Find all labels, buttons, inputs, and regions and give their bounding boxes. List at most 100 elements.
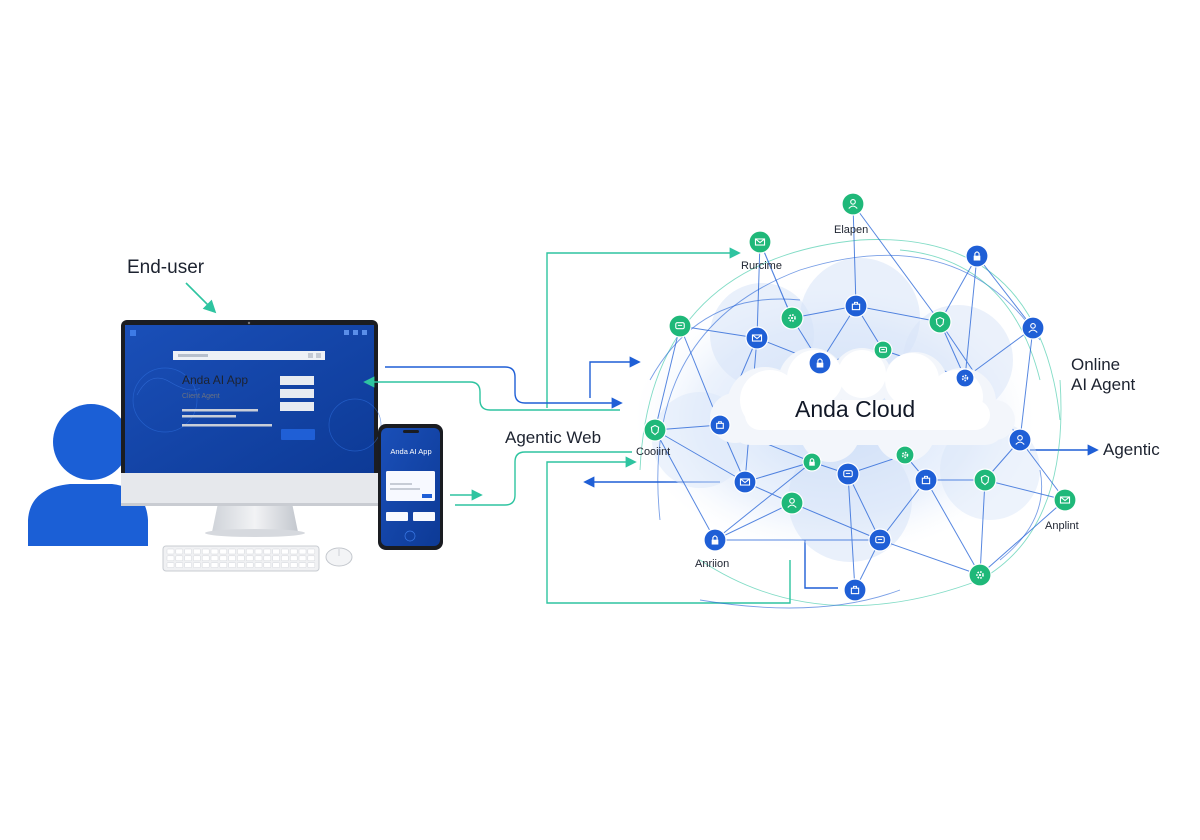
node-label-bottom-left: Anriion [695,558,729,570]
network-nodes [643,192,1077,602]
agent-node [895,445,915,465]
keyboard-key [166,562,175,568]
network-edge [679,325,758,339]
network-edge [759,241,793,319]
node-label-bottom-right: Anplint [1045,520,1079,532]
keyboard-key [219,555,228,562]
agent-node [808,351,832,375]
mobile-phone [378,424,443,550]
node-label-top-left: Rurcime [741,260,782,272]
keyboard-key [237,548,245,555]
keyboard-key [298,562,307,568]
keyboard-key [254,548,263,555]
keyboard-key [307,548,316,555]
network-edge [744,461,813,483]
agent-node [748,230,772,254]
agent-node [745,326,769,350]
network-edge [879,539,981,576]
keyboard-key [228,555,236,562]
network-edge [964,327,1034,379]
keyboard-key [272,555,280,562]
keyboard-key [184,555,192,562]
agent-node [733,470,757,494]
network-edge [879,479,927,541]
mobile-app-title: Anda AI App [390,447,432,456]
network-edge [976,255,1034,329]
end-user-figure [28,404,148,546]
orbit-arc [649,298,801,381]
network-edge [964,255,978,379]
keyboard-key [298,548,307,555]
keyboard-key [307,562,316,568]
keyboard-key [184,548,192,555]
end-user-pointer-arrow [185,282,217,314]
keyboard-key [263,555,272,562]
keyboard-key [228,548,236,555]
keyboard-key [281,562,289,568]
agent-node [709,414,731,436]
keyboard-key [237,562,245,568]
agent-node [1021,316,1045,340]
agent-node [968,563,992,587]
label-cloud-title: Anda Cloud [795,396,915,422]
keyboard-key [263,562,272,568]
network-edge [756,241,761,339]
agent-node [873,340,893,360]
network-edge [654,429,716,541]
agent-node [780,491,804,515]
keyboard [162,545,320,572]
keyboard-key [210,562,219,568]
agent-node [802,452,822,472]
network-edge [939,255,978,323]
keyboard-key [184,562,192,568]
keyboard-key [193,562,201,568]
keyboard-key [289,562,298,568]
label-end-user: End-user [127,257,205,278]
keyboard-key [245,562,254,568]
label-online-line2: AI Agent [1071,375,1136,394]
agent-node [955,368,975,388]
keyboard-key [289,555,298,562]
label-online-line1: Online [1071,355,1120,374]
agent-node [928,310,952,334]
agent-node [843,578,867,602]
diagram-labels: End-user Agentic Web Anda Cloud Online A… [127,224,1160,570]
mouse [325,547,353,567]
network-edge [847,473,881,541]
keyboard-key [272,548,280,555]
agent-node [1008,428,1032,452]
agent-node [965,244,989,268]
keyboard-key [272,562,280,568]
keyboard-key [201,555,210,562]
node-label-left: Cooiint [636,446,670,458]
network-edge [852,203,857,307]
label-agentic-web: Agentic Web [505,428,601,447]
keyboard-key [298,555,307,562]
keyboard-key [175,555,184,562]
network-edge [847,473,856,591]
keyboard-key [245,548,254,555]
desktop-app-window-details [173,351,325,440]
keyboard-key [201,548,210,555]
cloud-shape [710,348,1015,462]
desktop-monitor [121,320,382,537]
agent-node [780,306,804,330]
agent-node [868,528,892,552]
agent-node [844,294,868,318]
keyboard-key [166,555,175,562]
agent-node [1053,488,1077,512]
orbit-arc [699,589,901,609]
keyboard-key [175,548,184,555]
label-agentic: Agentic [1103,440,1160,459]
keyboard-key [193,548,201,555]
orbit-arc [899,249,1041,381]
desktop-app-title: Anda AI App [182,373,249,387]
keyboard-key [210,548,219,555]
network-edge [714,461,813,541]
keyboard-key [219,548,228,555]
keyboard-key [237,555,245,562]
agent-node [973,468,997,492]
node-label-top: Elapen [834,224,868,236]
orbit-arc [999,469,1043,561]
